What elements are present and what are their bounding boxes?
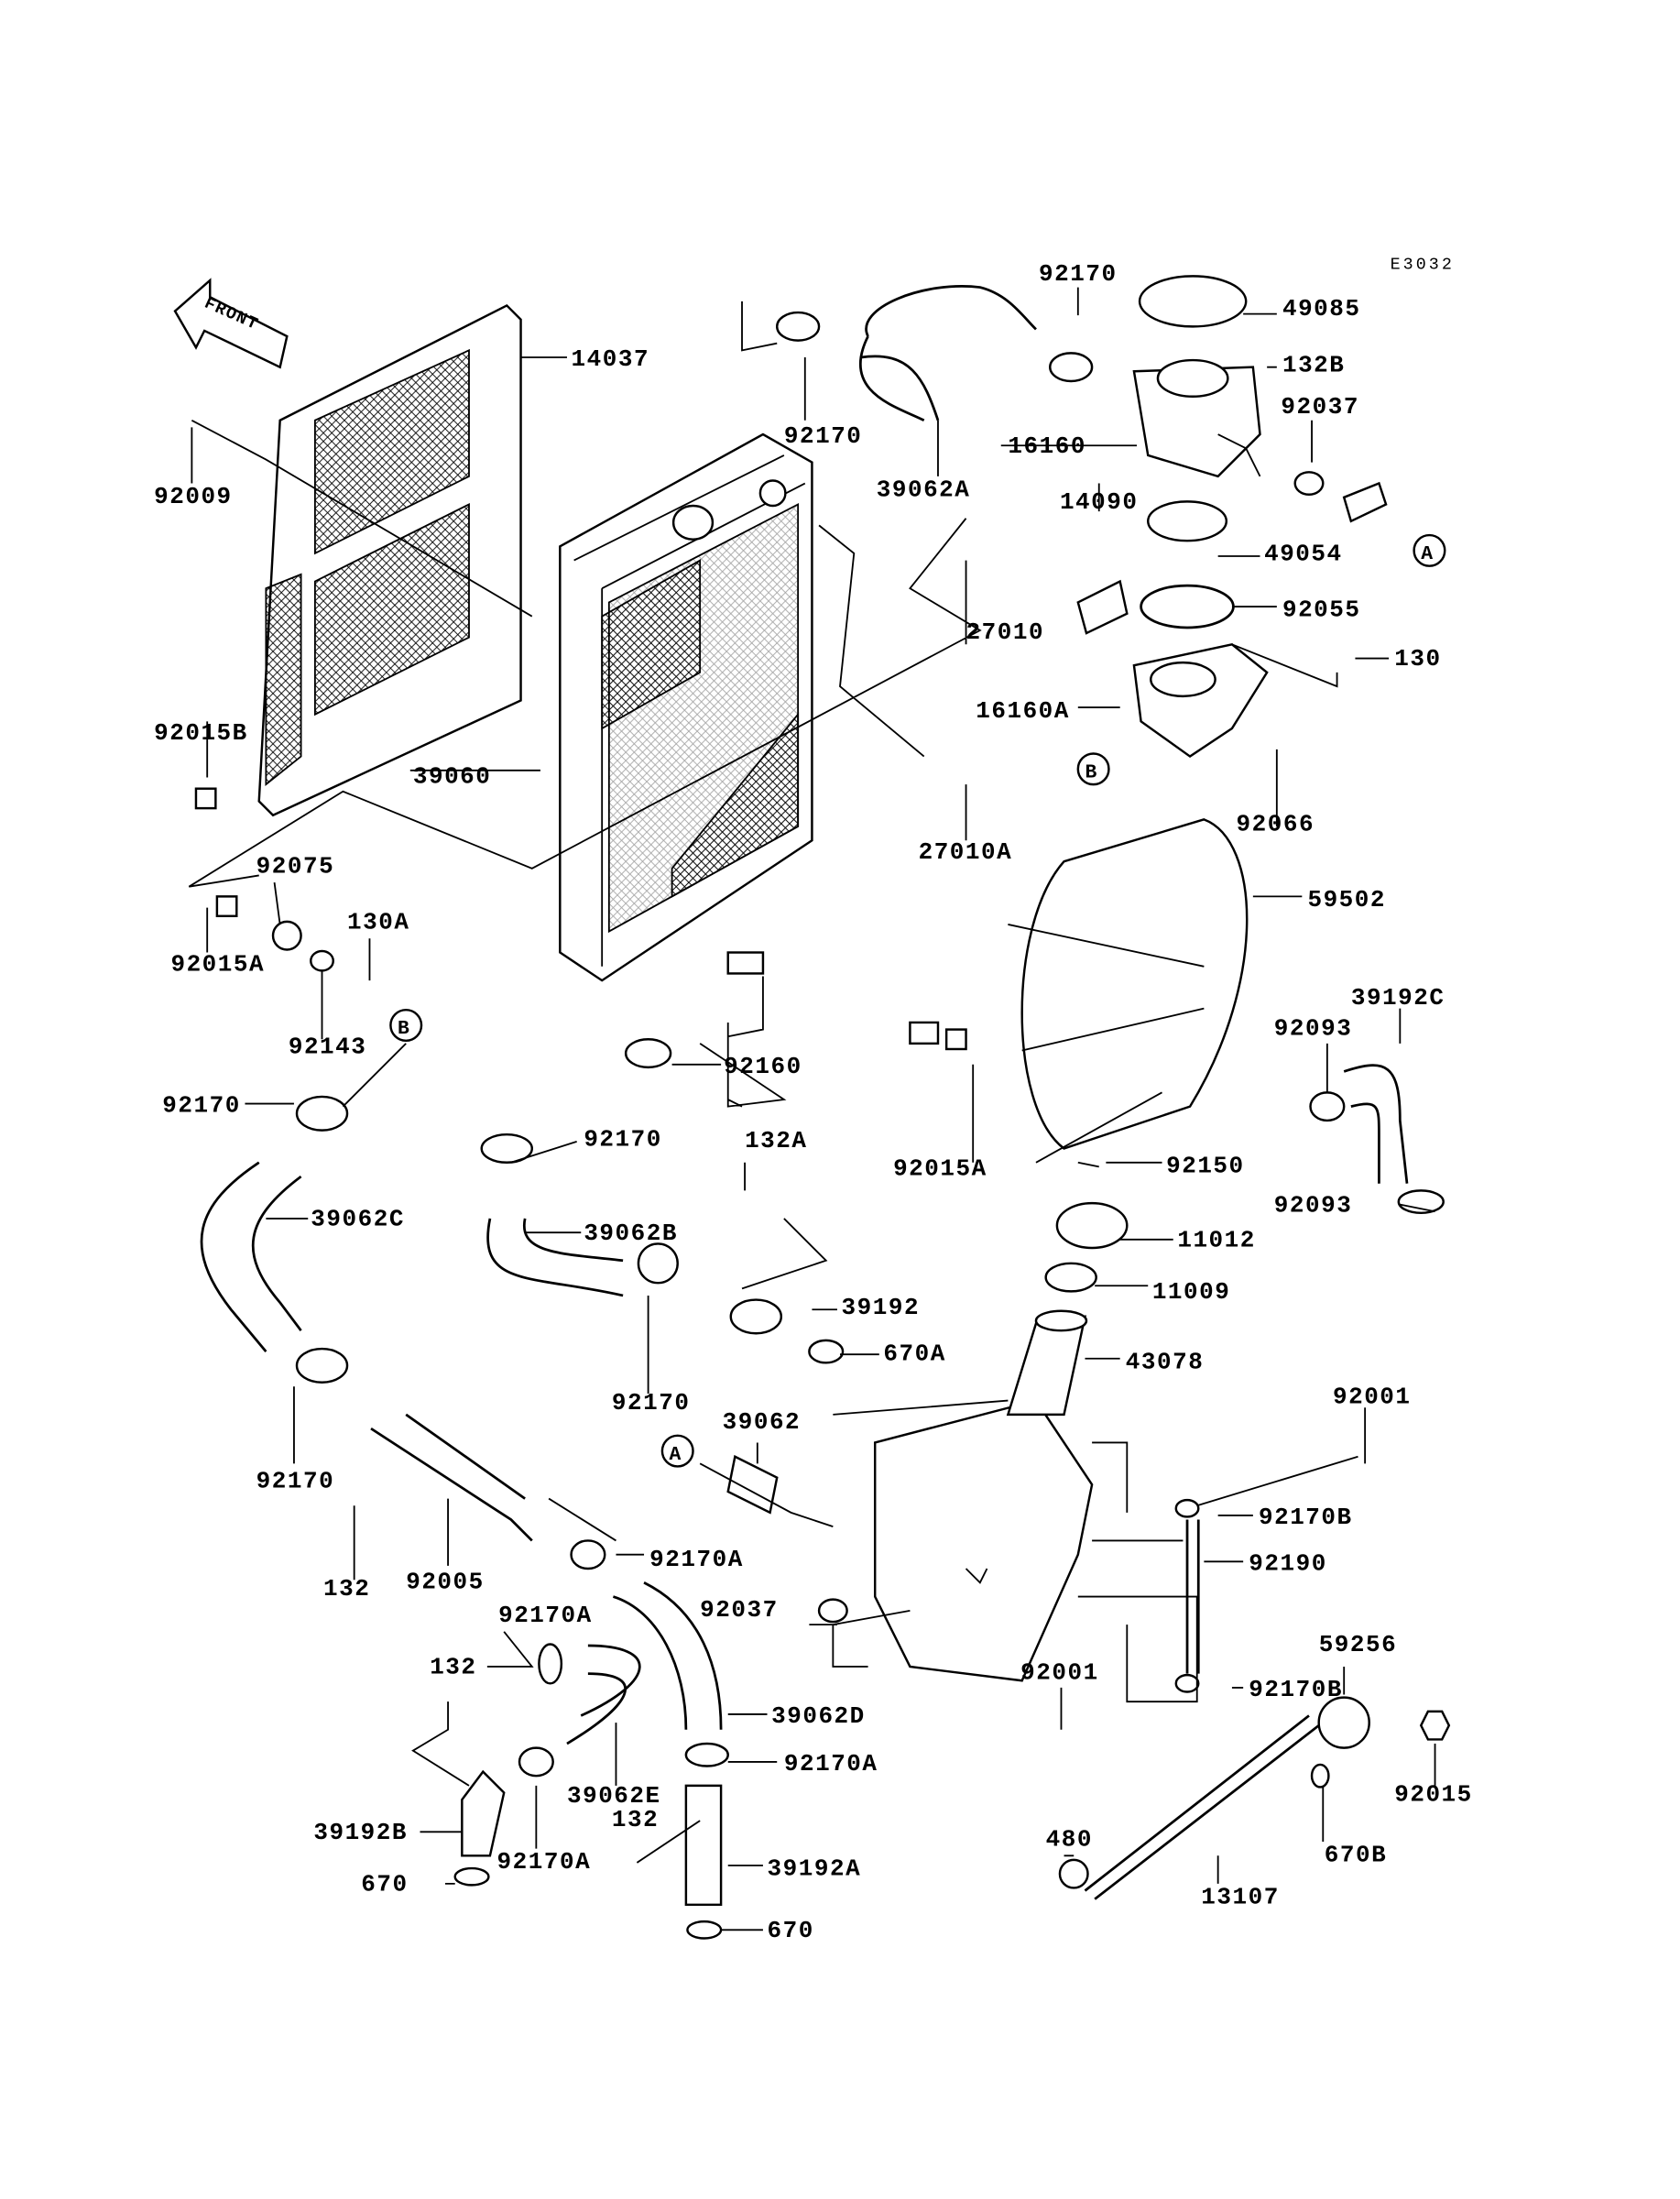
callout: 92075 bbox=[256, 852, 335, 880]
callout: 132 bbox=[430, 1654, 476, 1681]
callout: 92170 bbox=[784, 422, 863, 450]
callout: 39062 bbox=[723, 1408, 802, 1436]
callout: 11009 bbox=[1152, 1278, 1231, 1306]
callout: 39062E bbox=[567, 1782, 661, 1810]
callout: 92009 bbox=[154, 483, 233, 510]
callout: 130A bbox=[347, 909, 409, 936]
front-arrow-icon: FRONT bbox=[173, 278, 289, 369]
callout: 13107 bbox=[1201, 1883, 1280, 1910]
callout: 92015 bbox=[1394, 1781, 1473, 1809]
callout: 39192 bbox=[842, 1294, 921, 1321]
callout: 39192A bbox=[768, 1855, 862, 1883]
callout: 92170 bbox=[1039, 260, 1118, 288]
ref-b-upper: B bbox=[1076, 752, 1110, 786]
svg-text:A: A bbox=[670, 1444, 682, 1466]
callout: 59502 bbox=[1307, 886, 1386, 914]
callout: 92055 bbox=[1282, 596, 1361, 624]
callout: 92093 bbox=[1274, 1015, 1353, 1043]
callout: 670 bbox=[768, 1917, 814, 1944]
callout: 16160A bbox=[976, 697, 1070, 725]
hose-39062c bbox=[200, 1161, 302, 1352]
diagram-code: E3032 bbox=[1391, 256, 1455, 275]
callout: 670A bbox=[883, 1340, 945, 1367]
fan-shroud bbox=[909, 818, 1249, 1164]
callout: 132 bbox=[323, 1575, 370, 1603]
callout: 92143 bbox=[289, 1034, 367, 1061]
radiator bbox=[559, 432, 813, 982]
callout: 92005 bbox=[406, 1568, 485, 1595]
callout: 92093 bbox=[1274, 1191, 1353, 1219]
callout: 59256 bbox=[1319, 1631, 1398, 1658]
pipe-92005 bbox=[370, 1413, 533, 1542]
callout: 670 bbox=[361, 1871, 408, 1898]
callout: 92170 bbox=[584, 1125, 662, 1153]
ref-a-lower: A bbox=[660, 1434, 694, 1468]
callout: 92170A bbox=[784, 1750, 878, 1778]
callout: 39060 bbox=[413, 763, 492, 791]
callout: 92170B bbox=[1249, 1676, 1343, 1703]
callout: 130 bbox=[1394, 645, 1441, 673]
callout: 43078 bbox=[1126, 1348, 1205, 1375]
callout: 92015A bbox=[170, 950, 265, 978]
callout: 39192C bbox=[1351, 984, 1445, 1012]
callout: 39062A bbox=[877, 476, 971, 503]
callout: 27010 bbox=[966, 618, 1045, 646]
callout: 92015A bbox=[893, 1155, 987, 1183]
callout: 670B bbox=[1325, 1841, 1387, 1868]
callout: 92170 bbox=[162, 1092, 241, 1120]
callout: 92170A bbox=[498, 1602, 593, 1629]
callout: 92170A bbox=[649, 1546, 744, 1573]
callout: 16160 bbox=[1008, 432, 1086, 460]
hose-39062b bbox=[486, 1218, 624, 1297]
part-callouts: 14037 92009 92015B 39060 92075 130A 9201… bbox=[154, 260, 1473, 1944]
svg-text:B: B bbox=[398, 1018, 410, 1040]
callout: 39062D bbox=[771, 1702, 866, 1730]
callout: 132B bbox=[1282, 351, 1345, 378]
leader-lines bbox=[188, 287, 1436, 1931]
callout: 11012 bbox=[1177, 1226, 1256, 1253]
callout: 92150 bbox=[1166, 1152, 1245, 1179]
callout: 132 bbox=[612, 1806, 659, 1833]
callout: 92037 bbox=[700, 1596, 779, 1624]
hose-39062e bbox=[566, 1644, 641, 1745]
callout: 132A bbox=[745, 1127, 807, 1154]
callout: 92170A bbox=[497, 1848, 592, 1876]
callout: 92015B bbox=[154, 719, 248, 747]
callout: 92190 bbox=[1249, 1550, 1327, 1578]
callout: 14037 bbox=[572, 345, 650, 373]
ref-b-lower: B bbox=[389, 1008, 423, 1043]
callout: 92170B bbox=[1259, 1504, 1353, 1531]
callout: 92170 bbox=[256, 1467, 335, 1494]
thermostat-housing bbox=[1076, 275, 1388, 759]
callout: 92001 bbox=[1020, 1659, 1099, 1687]
ref-a-upper: A bbox=[1413, 533, 1446, 567]
reservoir-tank bbox=[873, 1309, 1094, 1682]
callout: 92066 bbox=[1237, 811, 1315, 838]
pipe-39192a bbox=[684, 1784, 723, 1907]
callout: 49085 bbox=[1282, 295, 1361, 323]
callout: 92170 bbox=[612, 1389, 691, 1417]
callout: 49054 bbox=[1264, 541, 1343, 568]
svg-text:A: A bbox=[1421, 543, 1434, 565]
callout: 92001 bbox=[1333, 1384, 1412, 1411]
hose-39062d bbox=[612, 1581, 723, 1730]
svg-text:B: B bbox=[1085, 761, 1097, 783]
callout: 14090 bbox=[1060, 488, 1139, 516]
shaft-13107 bbox=[1084, 1714, 1320, 1900]
callout: 480 bbox=[1046, 1826, 1093, 1854]
callout: 39192B bbox=[313, 1819, 408, 1846]
callout: 39062B bbox=[584, 1220, 678, 1247]
callout: 39062C bbox=[311, 1206, 405, 1233]
hose-39192c bbox=[1343, 1064, 1409, 1184]
callout: 92037 bbox=[1281, 393, 1359, 421]
radiator-screen-panel bbox=[257, 303, 522, 817]
pipe-39192b bbox=[461, 1769, 506, 1857]
hose-39062a bbox=[859, 285, 1037, 421]
callout: 27010A bbox=[919, 838, 1013, 866]
callout: 92160 bbox=[724, 1053, 802, 1080]
